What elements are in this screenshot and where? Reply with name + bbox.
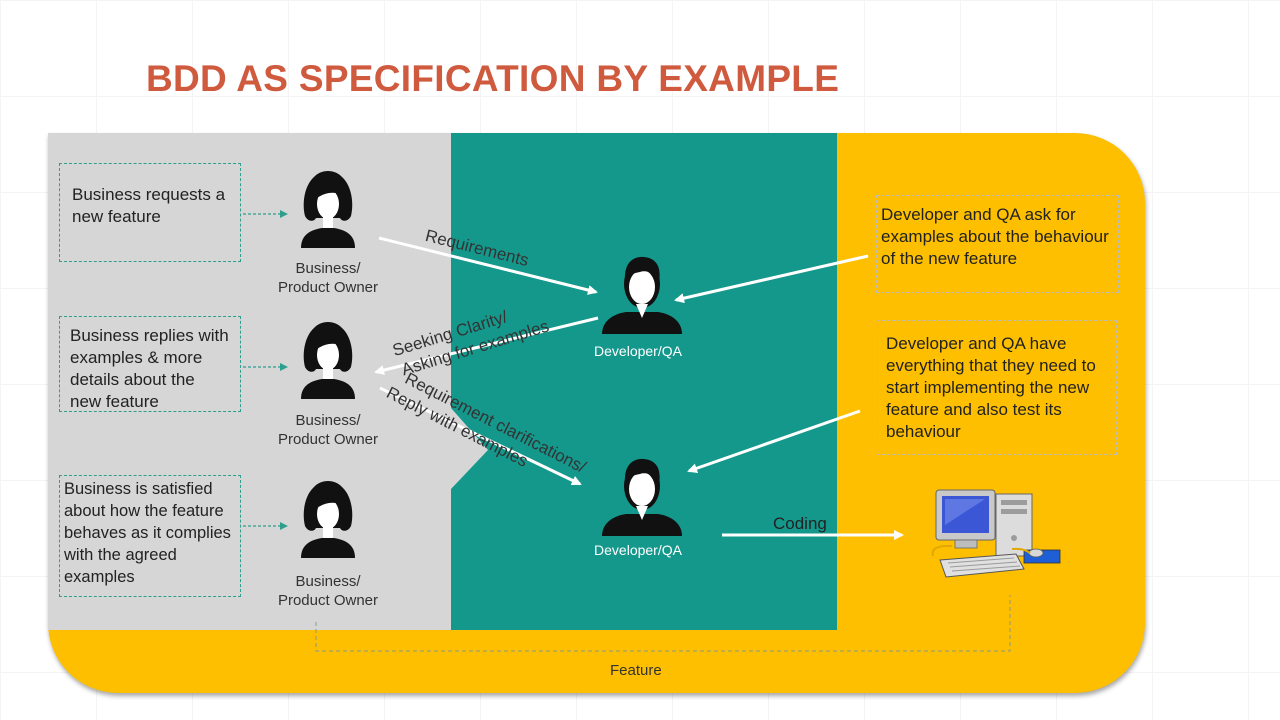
business-owner-icon-3 [301, 481, 355, 558]
feature-loop [315, 595, 1011, 652]
developer-ask-text: Developer and QA ask for examples about … [881, 205, 1109, 268]
developer-ready-box: Developer and QA have everything that th… [877, 320, 1117, 455]
business-request-box: Business requests a new feature [59, 163, 241, 262]
developer-ready-text: Developer and QA have everything that th… [886, 334, 1096, 441]
developer-icon-1 [602, 256, 682, 334]
developer-ask-box: Developer and QA ask for examples about … [876, 195, 1119, 293]
ready-arrow [687, 409, 861, 474]
business-reply-box: Business replies with examples & more de… [59, 316, 241, 412]
business-owner-icon-2 [301, 322, 355, 399]
business-request-text: Business requests a new feature [72, 185, 226, 226]
business-satisfied-box: Business is satisfied about how the feat… [59, 475, 241, 597]
feature-label: Feature [610, 662, 662, 679]
chevron-gray-top [420, 282, 451, 373]
seeking-arrow [374, 316, 599, 375]
developer-icon-2 [602, 458, 682, 536]
business-owner-label-2: Business/ Product Owner [277, 412, 379, 448]
business-reply-text: Business replies with examples & more de… [70, 326, 229, 411]
developer-label-2: Developer/QA [594, 542, 682, 558]
requirements-arrow [378, 236, 598, 295]
business-owner-icon-1 [301, 171, 355, 248]
clarify-arrow [379, 386, 582, 486]
chevron-yellow [837, 420, 868, 482]
developer-panel [451, 133, 837, 630]
slide-title: BDD AS SPECIFICATION BY EXAMPLE [146, 58, 840, 99]
ask-arrow [674, 254, 869, 304]
business-panel [48, 133, 452, 630]
coding-label: Coding [773, 514, 827, 533]
business-satisfied-text: Business is satisfied about how the feat… [64, 480, 231, 586]
developer-label-1: Developer/QA [594, 343, 682, 359]
chevron-gray-mid [451, 408, 488, 489]
business-owner-label-1: Business/ Product Owner [277, 260, 379, 296]
business-owner-label-3: Business/ Product Owner [277, 573, 379, 609]
computer-icon [931, 489, 1061, 578]
